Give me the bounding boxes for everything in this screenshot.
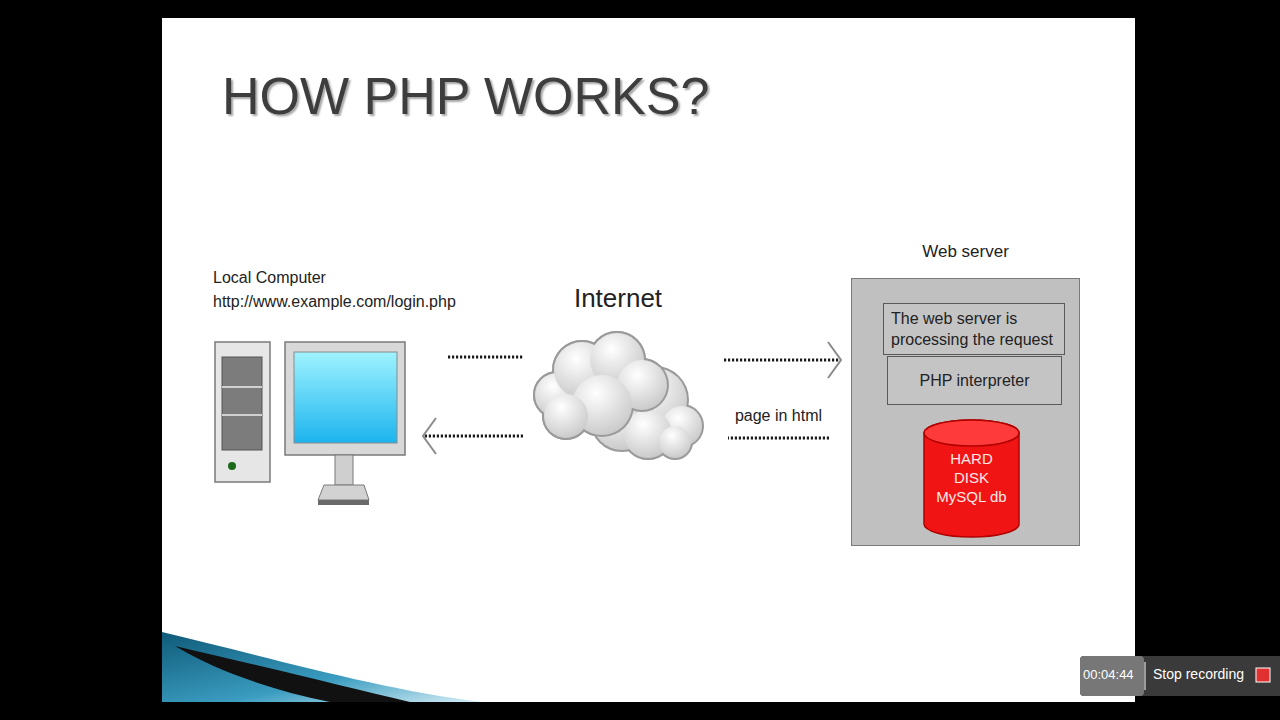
- node-heading: Local Computer: [213, 266, 326, 290]
- cylinder-body: [924, 420, 1019, 537]
- slide-ground: [162, 18, 1135, 702]
- arrow-head: [828, 342, 841, 378]
- dotted-connector: [724, 342, 841, 378]
- box-text: The web server is processing the request: [891, 308, 1057, 350]
- corner-swoosh: [162, 632, 482, 702]
- node-heading: Web server: [832, 241, 1099, 263]
- arrow-head: [423, 418, 436, 454]
- edge-label: page in html: [735, 406, 822, 426]
- dotted-connector: [423, 418, 523, 454]
- computer-illustration: [215, 342, 405, 505]
- local-computer: Local Computerhttp://www.example.com/log…: [213, 266, 458, 506]
- slide-title: HOW PHP WORKS?: [222, 66, 709, 126]
- cylinder-top: [924, 420, 1019, 446]
- url-text: http://www.example.com/login.php: [213, 290, 456, 314]
- internet-cloud: Internet: [530, 282, 706, 462]
- dotted-connector: [448, 357, 524, 358]
- process-box: PHP interpreter: [887, 356, 1062, 405]
- stop-recording-label: Stop recording: [1153, 666, 1244, 682]
- dotted-connector: [728, 438, 829, 439]
- connector-line: [448, 356, 524, 359]
- timer-text: 00:04:44: [1083, 667, 1134, 682]
- box-text: PHP interpreter: [920, 370, 1030, 391]
- internet-cloud: [533, 331, 702, 458]
- process-box: The web server is processing the request: [883, 303, 1065, 355]
- database-cylinder: HARD DISK MySQL db: [923, 419, 1020, 538]
- web-server-box: Web serverThe web server is processing t…: [851, 278, 1080, 546]
- node-heading: Internet: [574, 282, 662, 314]
- connector-line: [724, 359, 841, 362]
- recording-widget: [1080, 656, 1280, 696]
- db-text: HARD DISK MySQL db: [934, 449, 1010, 506]
- connector-line: [423, 435, 523, 438]
- connector-line: [728, 437, 829, 440]
